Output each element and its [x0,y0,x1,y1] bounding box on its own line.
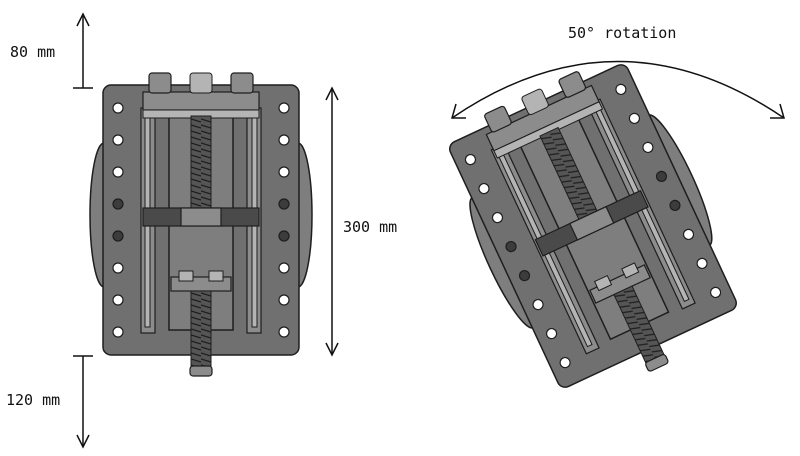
top-extension-arrow [73,12,93,89]
height-label: 300 mm [343,218,397,236]
bottom-extension-arrow [73,355,93,449]
bottom-extension-label: 120 mm [6,391,60,409]
top-extension-label: 80 mm [10,43,55,61]
rotation-label: 50° rotation [568,24,676,42]
height-arrow [325,86,339,357]
front-view [89,72,313,377]
rotation-arrow [451,60,785,119]
